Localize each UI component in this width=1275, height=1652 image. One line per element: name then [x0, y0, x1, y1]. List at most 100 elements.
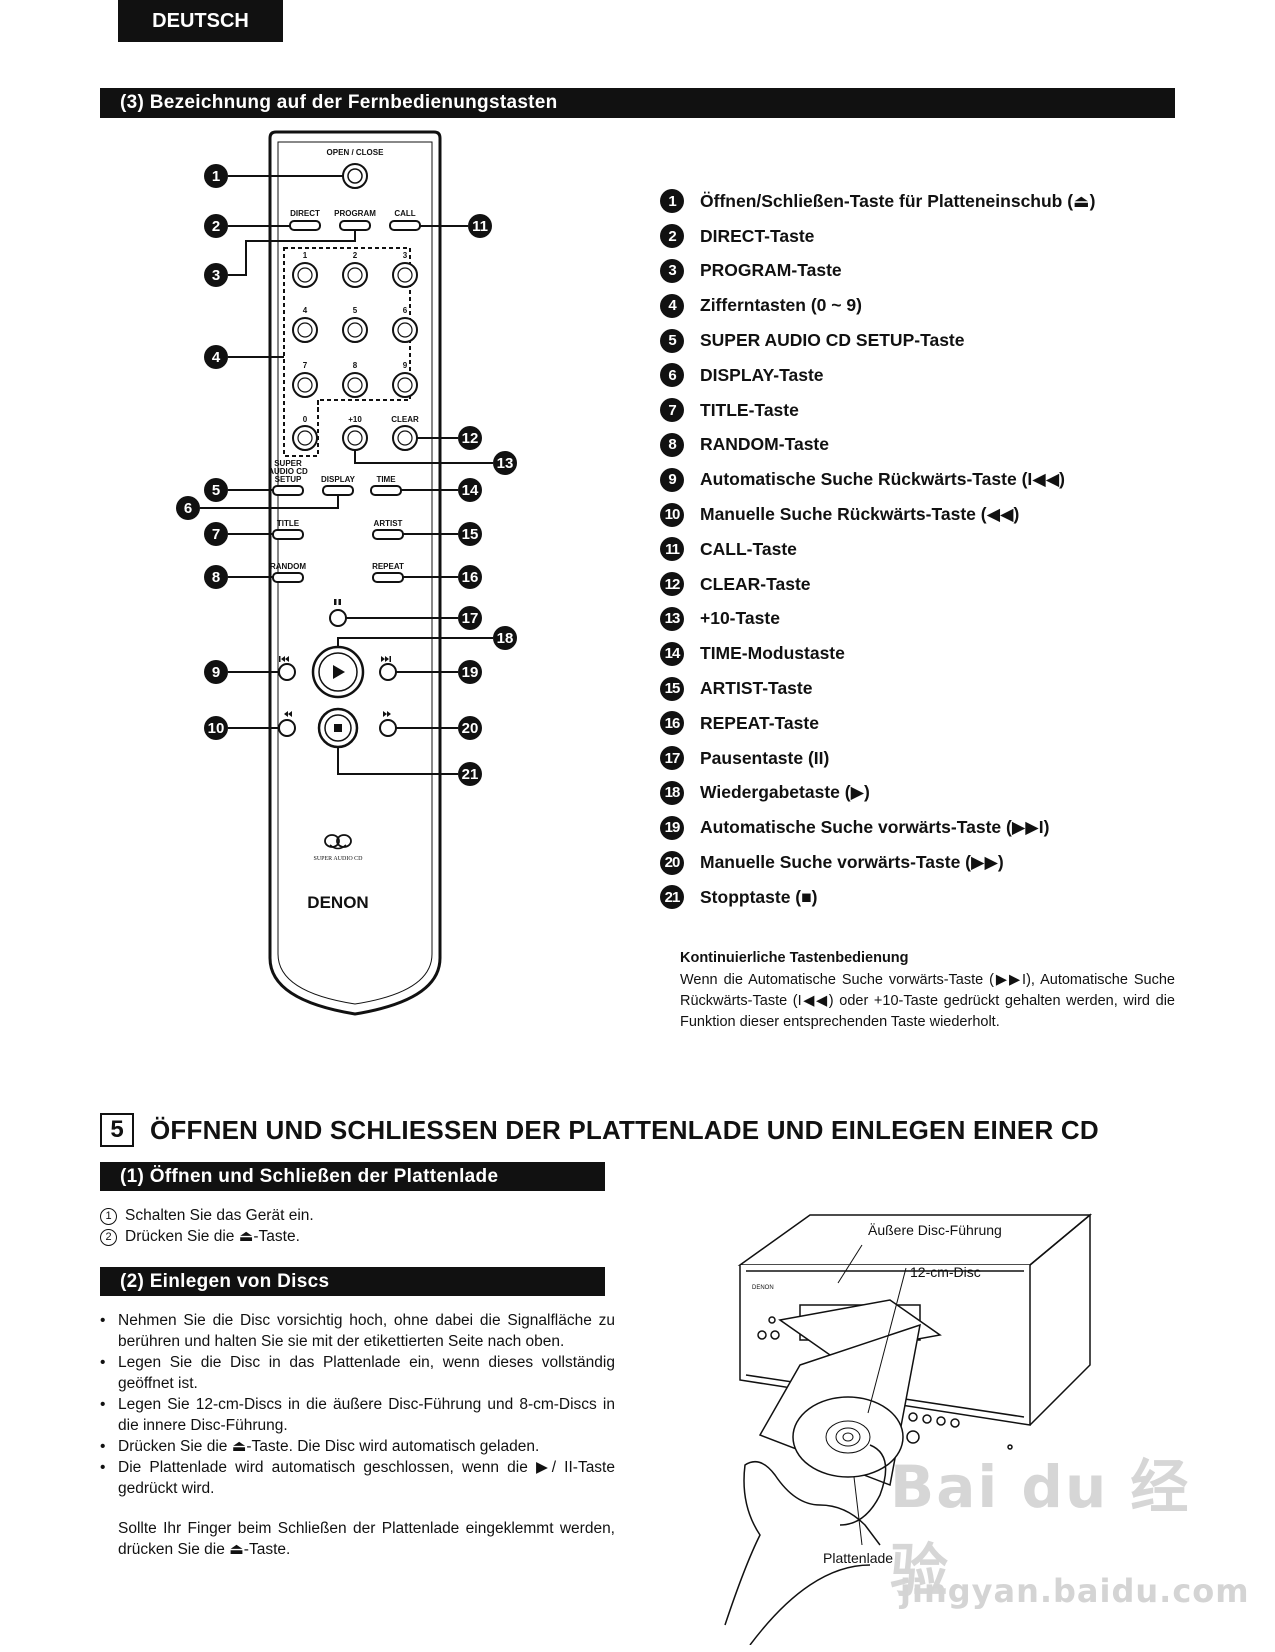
skip-forward-button[interactable] [379, 663, 397, 681]
legend-number: 16 [660, 711, 684, 736]
plus10-button[interactable] [342, 425, 368, 451]
artist-button[interactable] [372, 529, 404, 540]
callout-number: 7 [212, 526, 220, 543]
legend-item: 13+10-Taste [660, 602, 1180, 637]
callout-number: 13 [497, 455, 514, 472]
instruction-item: Die Plattenlade wird automatisch geschlo… [100, 1457, 615, 1499]
pause-button[interactable] [329, 609, 347, 627]
rewind-button[interactable] [278, 719, 296, 737]
digit-button[interactable] [342, 372, 368, 398]
callout-number: 21 [462, 766, 479, 783]
legend-label: Wiedergabetaste (▶) [700, 782, 870, 803]
time-label: TIME [376, 475, 396, 484]
clear-button[interactable] [392, 425, 418, 451]
digit-button[interactable] [342, 262, 368, 288]
plus10-label: +10 [348, 415, 362, 424]
callout-number: 16 [462, 569, 479, 586]
pause-icon [334, 599, 341, 605]
instruction-item: Drücken Sie die ⏏-Taste. Die Disc wird a… [100, 1436, 615, 1457]
digit-button[interactable] [392, 262, 418, 288]
direct-button[interactable] [289, 220, 321, 231]
program-button[interactable] [339, 220, 371, 231]
title-button[interactable] [272, 529, 304, 540]
super-audio-cd-text: SUPER AUDIO CD [313, 856, 363, 862]
callout-number: 20 [462, 720, 479, 737]
legend-number: 20 [660, 850, 684, 875]
digit-label: 1 [303, 251, 308, 260]
legend-label: CALL-Taste [700, 538, 797, 559]
legend-label: DISPLAY-Taste [700, 364, 824, 385]
legend-label: TITLE-Taste [700, 399, 799, 420]
display-button[interactable] [322, 485, 354, 496]
legend-label: Automatische Suche vorwärts-Taste (▶▶I) [700, 817, 1050, 838]
section-3-title: (3) Bezeichnung auf der Fernbedienungsta… [120, 92, 558, 113]
time-button[interactable] [370, 485, 402, 496]
repeat-button[interactable] [372, 572, 404, 583]
legend-item: 4 Zifferntasten (0 ~ 9) [660, 288, 1180, 323]
legend-label: Zifferntasten (0 ~ 9) [700, 295, 862, 316]
legend-number: 4 [660, 293, 684, 318]
legend-label: Öffnen/Schließen-Taste für Platteneinsch… [700, 190, 1096, 211]
legend-number: 3 [660, 258, 684, 283]
finger-trap-note: Sollte Ihr Finger beim Schließen der Pla… [118, 1520, 615, 1558]
open-close-button[interactable] [342, 163, 368, 189]
callout-number: 18 [497, 630, 514, 647]
stop-icon [334, 724, 342, 732]
skip-back-button[interactable] [278, 663, 296, 681]
callout-number: 2 [212, 218, 220, 235]
callout-number: 8 [212, 569, 220, 586]
setup-label-line3: SETUP [275, 475, 302, 484]
legend-label: ARTIST-Taste [700, 678, 813, 699]
zero-button[interactable] [292, 425, 318, 451]
digit-button[interactable] [392, 372, 418, 398]
digit-button[interactable] [292, 372, 318, 398]
digit-button[interactable] [392, 317, 418, 343]
call-button[interactable] [389, 220, 421, 231]
callout-number: 9 [212, 664, 220, 681]
digit-label: 4 [303, 306, 308, 315]
legend-label: Automatische Suche Rückwärts-Taste (I◀◀) [700, 469, 1066, 490]
tray-label: Plattenlade [823, 1550, 893, 1566]
fast-forward-button[interactable] [379, 719, 397, 737]
device-brand-label: DENON [752, 1285, 774, 1291]
legend-label: SUPER AUDIO CD SETUP-Taste [700, 330, 965, 351]
outer-disc-guide-label: Äußere Disc-Führung [868, 1222, 1002, 1238]
subsection-1-title: (1) Öffnen und Schließen der Plattenlade [120, 1165, 499, 1187]
section-5-title: ÖFFNEN UND SCHLIESSEN DER PLATTENLADE UN… [150, 1114, 1099, 1145]
instruction-item: Legen Sie die Disc in das Plattenlade ei… [100, 1352, 615, 1394]
denon-brand-logo: DENON [307, 893, 368, 912]
play-icon [333, 665, 345, 679]
rewind-icon [284, 711, 292, 717]
repeat-label: REPEAT [372, 562, 404, 571]
digit-button[interactable] [292, 317, 318, 343]
remote-body [268, 130, 442, 1016]
disc [792, 1396, 904, 1478]
callout-number: 3 [212, 267, 220, 284]
legend-label: REPEAT-Taste [700, 712, 819, 733]
digit-button[interactable] [342, 317, 368, 343]
setup-button[interactable] [272, 485, 304, 496]
digit-button[interactable] [292, 262, 318, 288]
legend-label: Manuelle Suche Rückwärts-Taste (◀◀) [700, 504, 1020, 525]
callout-number: 5 [212, 482, 220, 499]
subsection-1-bar: (1) Öffnen und Schließen der Plattenlade [100, 1162, 605, 1191]
legend-number: 18 [660, 780, 684, 805]
disc-size-label: 12-cm-Disc [910, 1264, 981, 1280]
legend-label: PROGRAM-Taste [700, 260, 842, 281]
random-button[interactable] [272, 572, 304, 583]
step-text: Drücken Sie die ⏏-Taste. [125, 1228, 300, 1245]
callout-number: 17 [462, 610, 479, 627]
legend-number: 13 [660, 606, 684, 631]
setup-label-line2: AUDIO CD [268, 467, 308, 476]
callout-number: 10 [208, 720, 225, 737]
